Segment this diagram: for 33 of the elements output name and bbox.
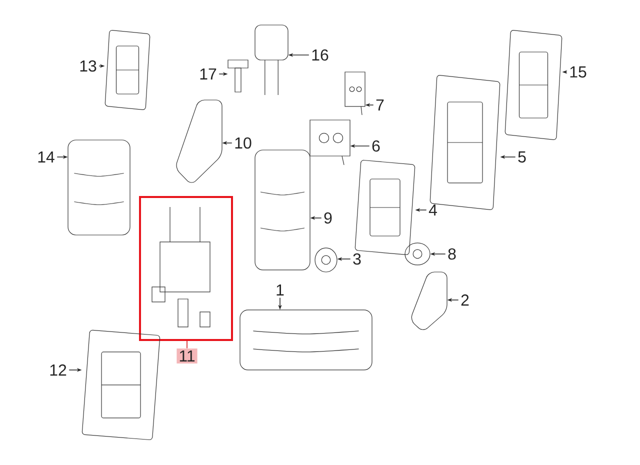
seat-part-drawing	[104, 30, 150, 110]
leader-line	[186, 340, 188, 349]
callout-number: 7	[376, 99, 384, 110]
seat-part-drawing	[240, 310, 372, 370]
callout-number: 16	[312, 49, 328, 61]
seat-part-drawing	[310, 120, 350, 166]
callout-number: 2	[461, 294, 469, 306]
callout-number: 6	[372, 140, 380, 152]
seat-part-drawing	[68, 140, 130, 236]
seat-part-drawing	[504, 30, 562, 140]
callout-number: 15	[570, 66, 586, 78]
seat-part-drawing	[404, 242, 430, 266]
callout-number: 9	[324, 212, 332, 224]
callout-number: 14	[38, 151, 54, 162]
seat-part-drawing	[411, 272, 448, 330]
seat-part-drawing	[176, 100, 222, 183]
seat-part-drawing	[254, 24, 288, 96]
callout-number: 12	[50, 364, 66, 376]
callout-number: 5	[518, 151, 526, 163]
callout-number: 3	[353, 253, 361, 265]
callout-number: 13	[80, 60, 96, 72]
callout-number: 1	[276, 284, 284, 296]
callout-number: 4	[428, 204, 437, 216]
seat-part-drawing	[314, 248, 338, 272]
callout-number: 17	[200, 68, 216, 80]
seat-part-drawing	[254, 150, 310, 270]
callout-number: 8	[448, 248, 456, 260]
highlight-frame	[139, 196, 233, 341]
callout-number: 10	[235, 137, 252, 149]
seat-part-drawing	[344, 72, 366, 116]
callout-number: 11	[176, 348, 198, 364]
seat-part-drawing	[228, 60, 248, 92]
seat-part-drawing	[82, 330, 160, 440]
